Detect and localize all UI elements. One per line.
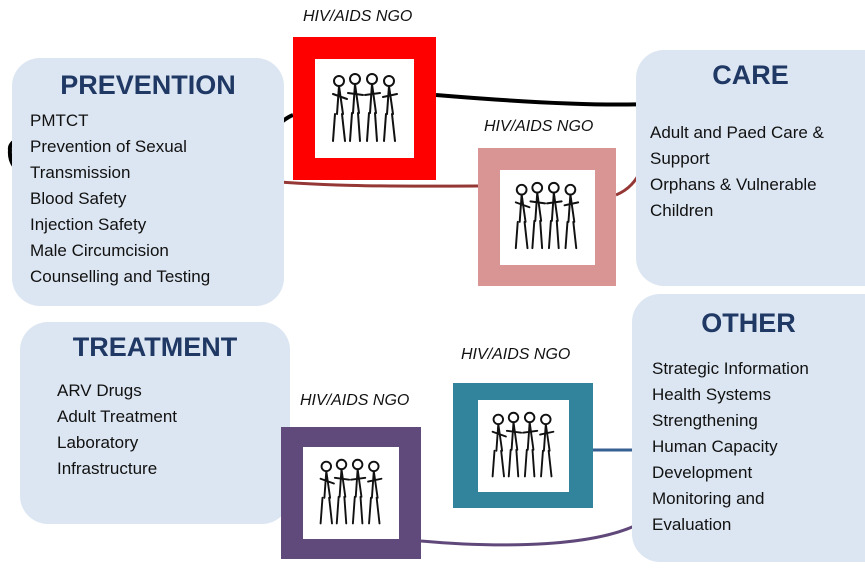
prevention-list: PMTCT Prevention of Sexual Transmission …	[30, 108, 210, 290]
treatment-panel: TREATMENT ARV Drugs Adult Treatment Labo…	[20, 322, 290, 524]
ngo-label: HIV/AIDS NGO	[303, 8, 413, 25]
group-of-people-icon	[319, 458, 383, 525]
ngo-label: HIV/AIDS NGO	[461, 346, 571, 363]
ngo-card	[303, 447, 399, 539]
list-item: Development	[652, 463, 753, 482]
list-item: ARV Drugs	[57, 381, 142, 400]
list-item: Evaluation	[652, 515, 732, 534]
ngo-box-purple	[281, 427, 421, 559]
treatment-list: ARV Drugs Adult Treatment Laboratory Inf…	[57, 378, 177, 482]
black-connector-line	[435, 93, 651, 107]
ngo-card	[477, 399, 569, 492]
purple-connector-line	[420, 518, 647, 547]
ngo-card	[499, 169, 595, 265]
list-item: Strengthening	[652, 411, 758, 430]
ngo-box-pink	[478, 148, 616, 286]
group-of-people-icon	[514, 181, 580, 250]
ngo-card	[315, 59, 414, 158]
list-item: Injection Safety	[30, 215, 147, 234]
ngo-label: HIV/AIDS NGO	[300, 392, 410, 409]
list-item: Children	[650, 201, 714, 220]
group-of-people-icon	[491, 411, 555, 477]
prevention-panel: PREVENTION PMTCT Prevention of Sexual Tr…	[12, 58, 284, 306]
group-of-people-icon	[331, 72, 398, 142]
list-item: Infrastructure	[57, 459, 158, 478]
list-item: Strategic Information	[652, 359, 809, 378]
care-list: Adult and Paed Care & Support Orphans & …	[650, 120, 824, 224]
ngo-label: HIV/AIDS NGO	[484, 118, 594, 135]
ngo-box-teal	[453, 383, 593, 508]
list-item: Monitoring and	[652, 489, 765, 508]
list-item: Counselling and Testing	[30, 267, 211, 286]
list-item: Orphans & Vulnerable	[650, 175, 817, 194]
list-item: PMTCT	[30, 111, 89, 130]
other-list: Strategic Information Health Systems Str…	[652, 356, 809, 538]
care-title: CARE	[712, 60, 789, 90]
list-item: Support	[650, 149, 710, 168]
list-item: Adult and Paed Care &	[650, 123, 824, 142]
list-item: Health Systems	[652, 385, 772, 404]
prevention-title: PREVENTION	[60, 70, 236, 100]
list-item: Prevention of Sexual	[30, 137, 187, 156]
list-item: Blood Safety	[30, 189, 127, 208]
ngo-box-red	[293, 37, 436, 180]
other-panel: OTHER Strategic Information Health Syste…	[632, 294, 865, 562]
list-item: Adult Treatment	[57, 407, 178, 426]
list-item: Transmission	[30, 163, 131, 182]
list-item: Human Capacity	[652, 437, 778, 456]
other-title: OTHER	[701, 308, 796, 338]
list-item: Laboratory	[57, 433, 139, 452]
treatment-title: TREATMENT	[72, 332, 238, 362]
care-panel: CARE Adult and Paed Care & Support Orpha…	[636, 50, 865, 286]
list-item: Male Circumcision	[30, 241, 169, 260]
